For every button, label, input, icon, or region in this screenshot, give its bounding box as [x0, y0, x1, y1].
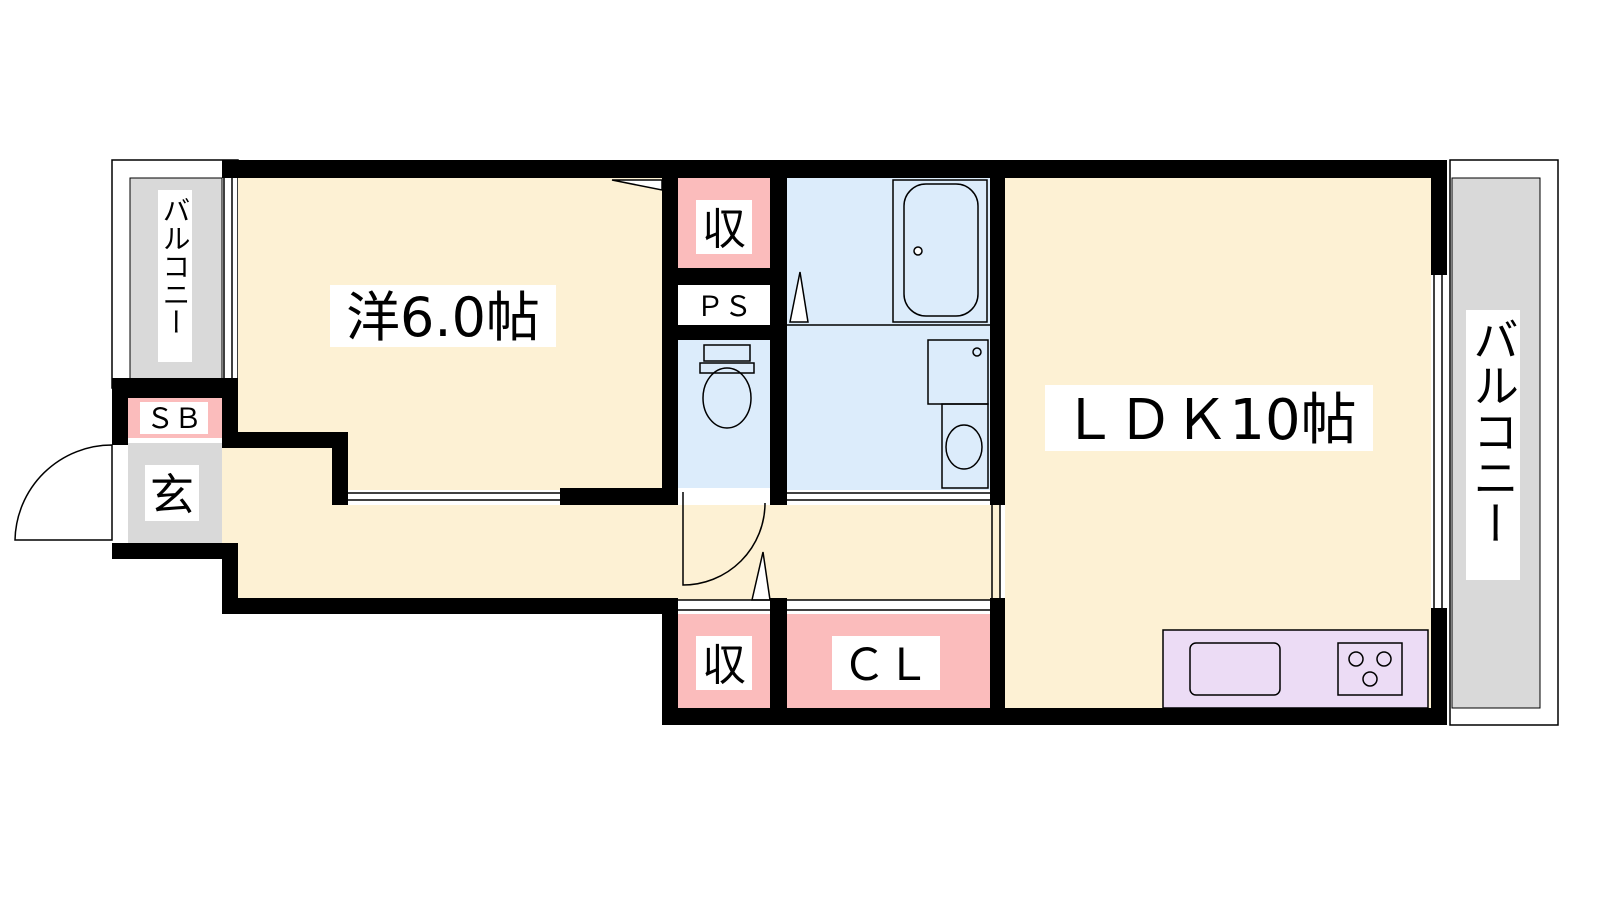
- room-labels: 洋6.0帖 ＬＤＫ10帖 玄 ＳＢ 収 ＰＳ 収 ＣＬ: [140, 200, 1373, 691]
- entrance-door[interactable]: [14, 444, 113, 541]
- toilet-tank-icon: [703, 344, 751, 362]
- stove-icon: [1337, 642, 1403, 696]
- walls: [112, 160, 1447, 725]
- ldk-label: ＬＤＫ10帖: [1061, 388, 1356, 453]
- closet-label: ＣＬ: [842, 640, 930, 691]
- entrance-label: 玄: [150, 470, 194, 521]
- balcony-left-label: バルコニー: [159, 196, 192, 336]
- toilet-door[interactable]: [682, 492, 766, 586]
- toilet-bowl-icon: [702, 367, 752, 429]
- balcony-right-label: バルコニー: [1466, 316, 1520, 546]
- storage-top-label: 収: [702, 204, 746, 255]
- pipe-space-label: ＰＳ: [696, 290, 752, 323]
- storage-bottom-label: 収: [702, 640, 746, 691]
- bathtub-icon: [903, 183, 979, 317]
- western-room-label: 洋6.0帖: [346, 286, 540, 349]
- fixtures: [699, 179, 1403, 696]
- balcony-right: バルコニー: [1449, 159, 1559, 726]
- shoebox-label: ＳＢ: [146, 402, 202, 435]
- kitchen-sink-icon: [1189, 642, 1281, 696]
- washbasin-icon: [945, 424, 983, 470]
- balcony-left: バルコニー: [111, 159, 239, 389]
